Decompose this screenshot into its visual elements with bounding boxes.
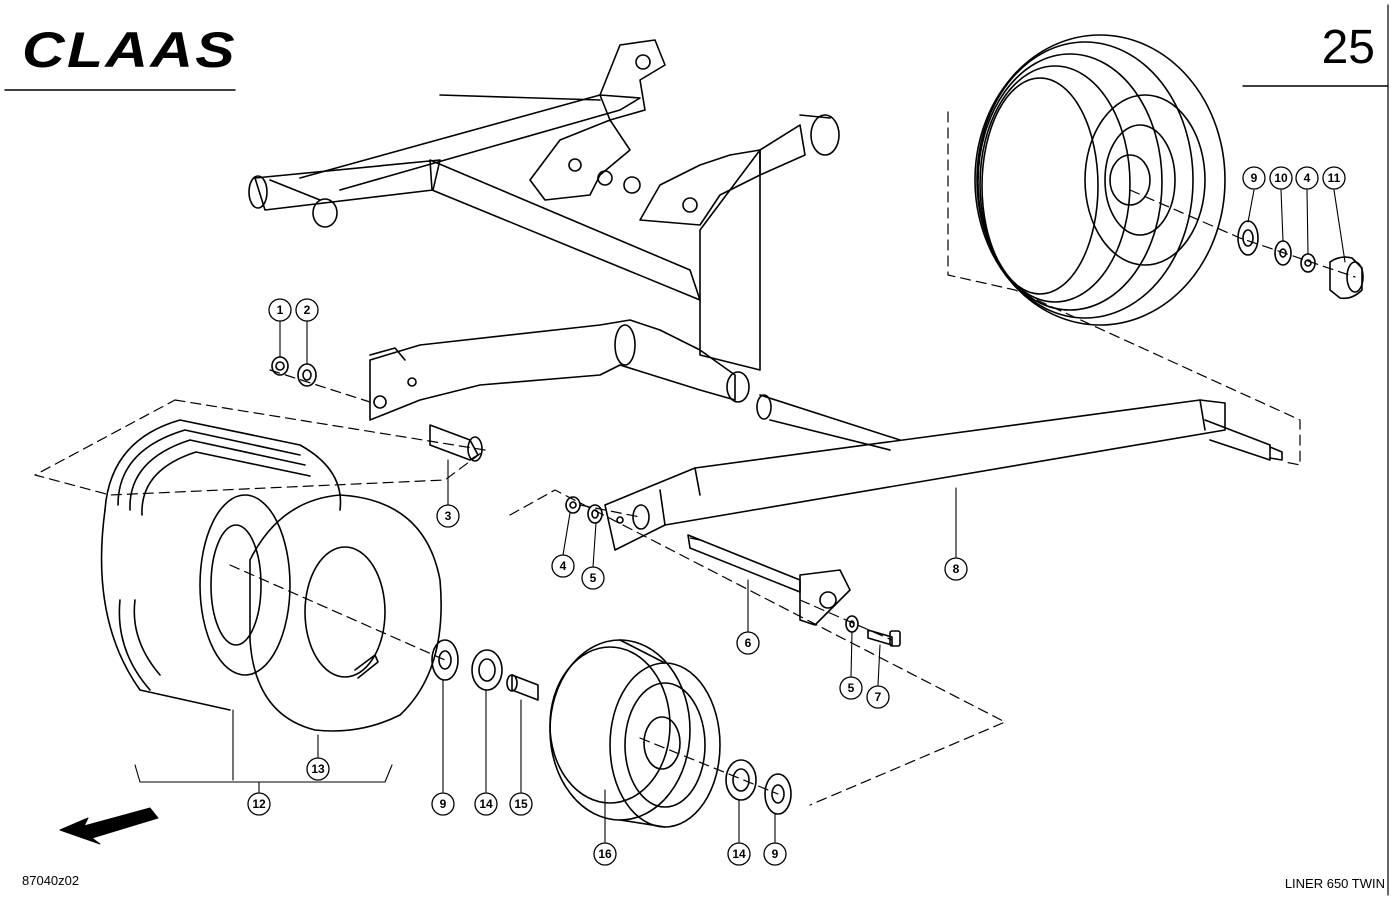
callout-9c: 9 — [772, 847, 779, 861]
callout-circle — [1295, 166, 1319, 190]
callout-5b: 5 — [848, 681, 855, 695]
callout-14b: 14 — [732, 847, 746, 861]
callout-circle — [509, 792, 533, 816]
callout-circle — [436, 504, 460, 528]
leader-lines — [134, 189, 1346, 843]
model-name: LINER 650 TWIN — [1285, 876, 1385, 891]
callout-circle — [551, 554, 575, 578]
callout-circle — [736, 631, 760, 655]
callout-15: 15 — [514, 797, 528, 811]
callout-circle — [866, 685, 890, 709]
callout-5: 5 — [590, 571, 597, 585]
callout-13: 13 — [311, 762, 325, 776]
callout-circle — [581, 566, 605, 590]
main-frame — [248, 39, 840, 421]
callout-circle — [474, 792, 498, 816]
claas-logo: CLAAS — [22, 22, 237, 78]
callout-circle — [1322, 166, 1346, 190]
assembly-lines — [34, 111, 1356, 806]
left-tyre — [100, 419, 442, 732]
stub-axle-pin — [687, 534, 851, 626]
direction-arrow-icon — [59, 807, 159, 845]
callout-circle — [763, 842, 787, 866]
axle-beam — [604, 394, 1283, 551]
callout-2: 2 — [304, 303, 311, 317]
callout-9b: 9 — [440, 797, 447, 811]
page-number: 25 — [1322, 21, 1375, 74]
callout-10: 10 — [1274, 171, 1288, 185]
callout-circle — [268, 298, 292, 322]
callout-8: 8 — [953, 562, 960, 576]
callout-circle — [1269, 166, 1293, 190]
callout-circle — [431, 792, 455, 816]
callouts — [247, 166, 1346, 866]
callout-circle — [839, 676, 863, 700]
callout-1: 1 — [277, 303, 284, 317]
callout-circle — [247, 792, 271, 816]
callout-4b: 4 — [1304, 171, 1311, 185]
fasteners — [271, 220, 1364, 815]
callout-11: 11 — [1328, 171, 1341, 185]
callout-labels: 1 2 3 4 5 6 5 7 8 9 10 4 11 9 14 15 16 1… — [252, 171, 1340, 861]
callout-circle — [295, 298, 319, 322]
callout-9: 9 — [1251, 171, 1258, 185]
callout-16: 16 — [598, 847, 612, 861]
drawing-code: 87040z02 — [22, 873, 79, 888]
callout-circle — [1242, 166, 1266, 190]
callout-circle — [306, 757, 330, 781]
callout-4: 4 — [560, 559, 567, 573]
callout-circle — [593, 842, 617, 866]
callout-circle — [944, 557, 968, 581]
callout-12: 12 — [252, 797, 266, 811]
wheel-rim — [549, 639, 721, 828]
callout-circle — [727, 842, 751, 866]
callout-7: 7 — [875, 690, 882, 704]
callout-3: 3 — [445, 509, 452, 523]
right-wheel — [974, 34, 1226, 326]
callout-14: 14 — [479, 797, 493, 811]
callout-6: 6 — [745, 636, 752, 650]
